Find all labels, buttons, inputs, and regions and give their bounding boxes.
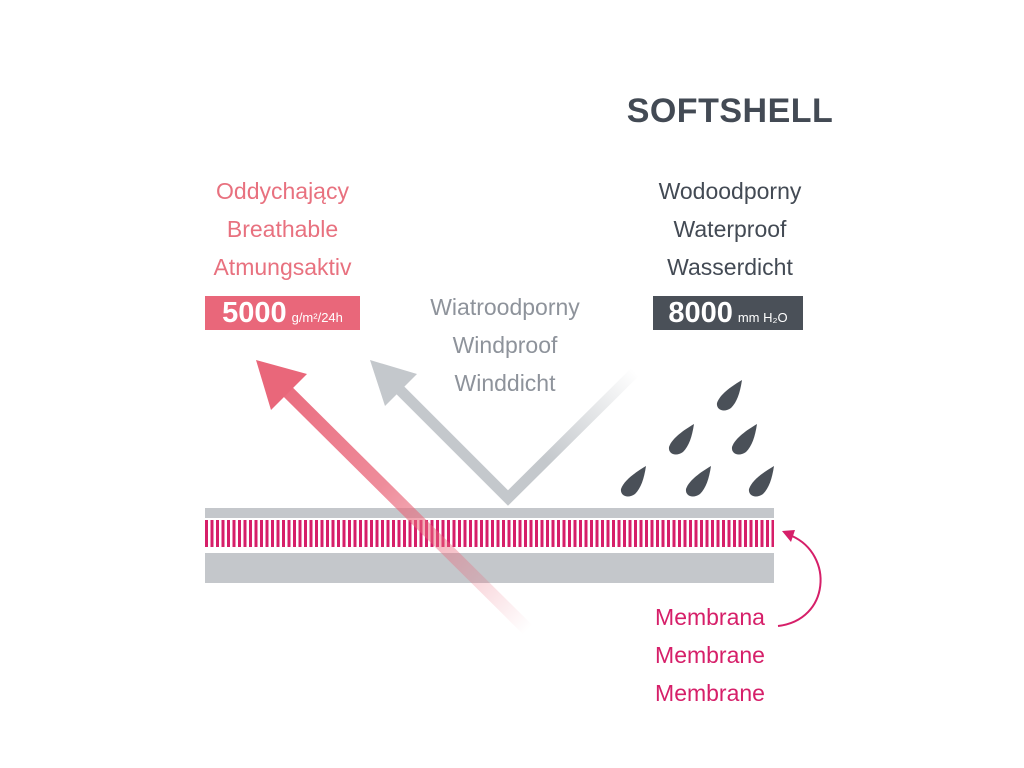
membrane-label-de: Membrane [655, 680, 765, 706]
waterproof-label-de: Wasserdicht [667, 254, 793, 280]
windproof-label-pl: Wiatroodporny [430, 294, 580, 320]
waterproof-value: 8000 [668, 297, 733, 329]
top-fabric-layer [205, 508, 774, 518]
membrane-label-en: Membrane [655, 642, 765, 668]
waterproof-unit: mm H₂O [737, 310, 788, 325]
membrane-layer [205, 520, 774, 547]
membrane-labels: Membrana Membrane Membrane [610, 598, 810, 712]
wind-arrow [370, 360, 639, 506]
membrane-label-pl: Membrana [655, 604, 765, 630]
membrane-callout-arrow [777, 530, 822, 627]
waterproof-badge: 8000 mm H₂O [653, 296, 803, 330]
breathable-value: 5000 [222, 297, 287, 329]
diagram-title: SOFTSHELL [626, 92, 834, 130]
breathable-arrow [256, 360, 533, 635]
raindrop-icon [716, 380, 742, 411]
raindrop-icon [668, 424, 694, 455]
breathable-labels: Oddychający Breathable Atmungsaktiv [180, 172, 385, 286]
waterproof-label-pl: Wodoodporny [658, 178, 802, 204]
windproof-labels: Wiatroodporny Windproof Winddicht [405, 288, 605, 402]
breathable-label-de: Atmungsaktiv [213, 254, 352, 280]
waterproof-labels: Wodoodporny Waterproof Wasserdicht [630, 172, 830, 286]
breathable-unit: g/m²/24h [291, 310, 343, 325]
windproof-label-en: Windproof [452, 332, 558, 358]
raindrop-icon [748, 466, 774, 497]
raindrop-icon [620, 466, 646, 497]
breathable-badge: 5000 g/m²/24h [205, 296, 360, 330]
raindrop-icon [731, 424, 757, 455]
breathable-label-pl: Oddychający [216, 178, 349, 204]
bottom-fabric-layer [205, 553, 774, 583]
rain-drops [620, 380, 774, 497]
windproof-label-de: Winddicht [454, 370, 556, 396]
breathable-label-en: Breathable [226, 216, 339, 242]
raindrop-icon [685, 466, 711, 497]
waterproof-label-en: Waterproof [673, 216, 787, 242]
